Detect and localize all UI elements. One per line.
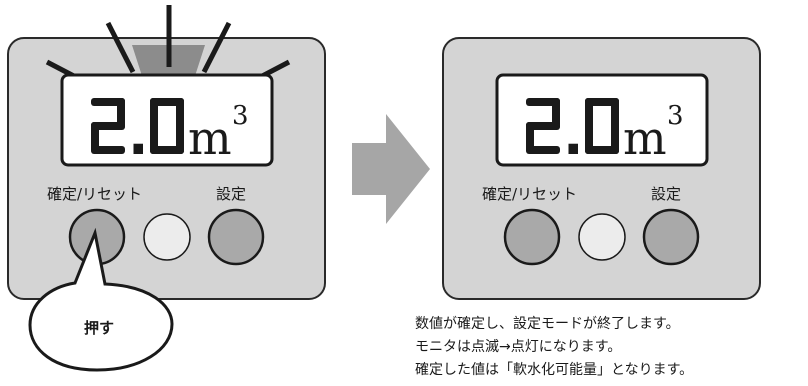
right-indicator-lamp <box>578 213 626 261</box>
right-setting-button[interactable] <box>642 208 700 266</box>
left-digit-2 <box>91 98 125 154</box>
left-indicator-lamp <box>143 213 191 261</box>
right-setting-label: 設定 <box>651 185 681 203</box>
press-callout-bubble <box>28 227 174 372</box>
left-setting-label: 設定 <box>216 185 246 203</box>
right-confirm-label: 確定/リセット <box>482 185 577 203</box>
caption-line: モニタは点滅→点灯になります。 <box>415 339 622 355</box>
right-display <box>495 73 709 167</box>
press-callout-text: 押す <box>84 319 114 337</box>
left-digit-0 <box>150 98 184 154</box>
left-confirm-label: 確定/リセット <box>47 185 142 203</box>
flash-ray <box>105 21 136 74</box>
right-arrow-icon <box>352 114 430 224</box>
left-setting-button[interactable] <box>207 208 265 266</box>
right-device: . m 3 確定/リセット 設定 <box>442 37 761 300</box>
right-confirm-reset-button[interactable] <box>503 208 561 266</box>
right-digit-0 <box>585 98 619 154</box>
left-device: . m 3 確定/リセット 設定 押す <box>7 5 326 372</box>
left-display-exponent: 3 <box>232 101 249 131</box>
left-display-unit: m <box>188 111 232 165</box>
right-display-exponent: 3 <box>667 101 684 131</box>
flash-ray <box>201 21 232 74</box>
right-decimal-point: . <box>563 104 584 167</box>
right-digit-2 <box>526 98 560 154</box>
caption-line: 数値が確定し、設定モードが終了します。 <box>415 316 680 332</box>
left-decimal-point: . <box>128 104 149 167</box>
result-caption: 数値が確定し、設定モードが終了します。 モニタは点滅→点灯になります。 確定した… <box>415 313 808 382</box>
left-display <box>60 73 274 167</box>
right-display-unit: m <box>623 111 667 165</box>
caption-line: 確定した値は「軟水化可能量」となります。 <box>415 362 694 378</box>
